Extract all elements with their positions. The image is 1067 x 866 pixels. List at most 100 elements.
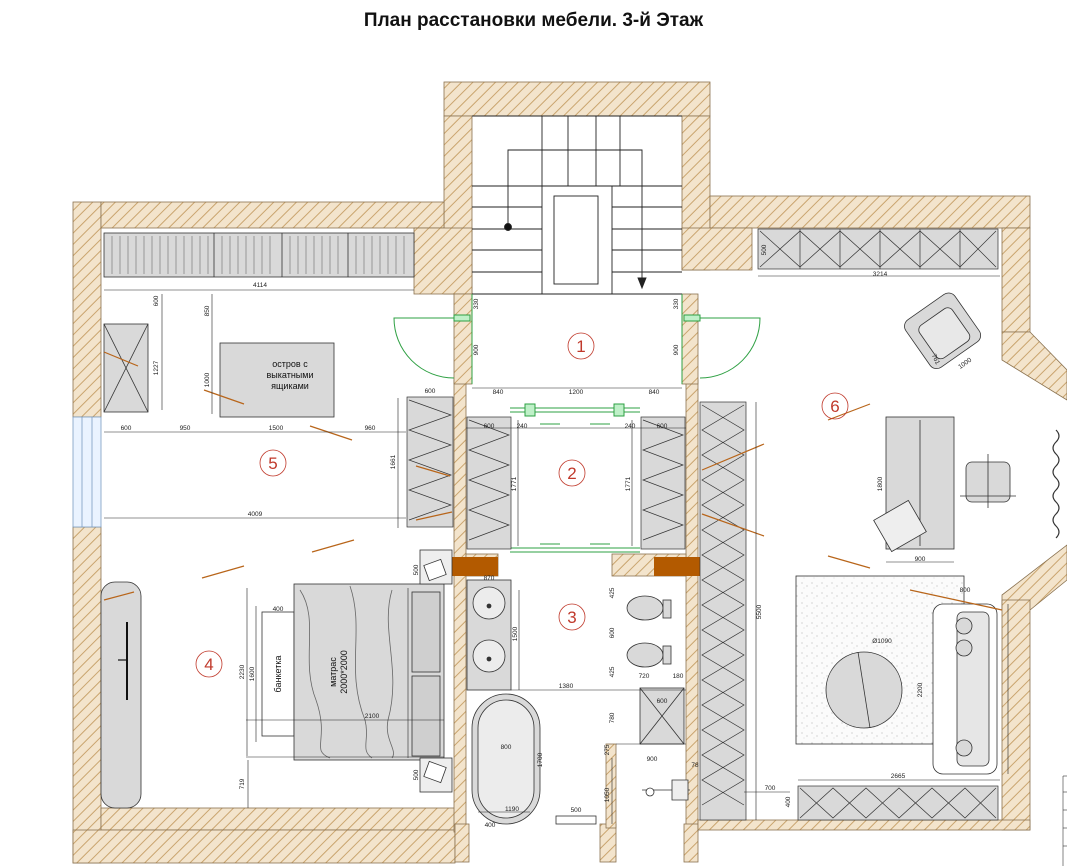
dim-720: 720: [639, 673, 650, 680]
dim-2665: 2665: [891, 773, 906, 780]
dim-500-top-right: 500: [761, 244, 768, 255]
dim-700: 700: [765, 785, 776, 792]
washbasin: [642, 779, 690, 801]
room-marker-circle-5: [259, 449, 287, 477]
wardrobe-bottom-right: [797, 785, 999, 821]
dim-330-b: 330: [673, 298, 680, 309]
bathtub-left-wall: [100, 581, 142, 809]
dim-chair-1000: 1000: [957, 357, 973, 371]
room-number-5: 5: [268, 454, 277, 473]
column-right: [654, 557, 700, 576]
island-label-3: ящиками: [271, 381, 309, 391]
cabinet-mid-left: [406, 396, 454, 528]
bench: банкетка: [261, 611, 295, 737]
dim-500-ns-b: 500: [413, 769, 420, 780]
dim-719: 719: [239, 778, 246, 789]
radiator: [1052, 429, 1060, 539]
mattress-label-1: матрас: [328, 657, 338, 687]
wardrobe-top-left-panels: [111, 236, 405, 274]
room-number-3: 3: [567, 608, 576, 627]
dim-1661: 1661: [390, 454, 397, 469]
room-marker-circle-3: [558, 603, 586, 631]
dim-1500-sink: 1500: [512, 626, 519, 641]
kitchen-island: остров с выкатными ящиками: [219, 342, 335, 418]
nightstand-top: [419, 549, 453, 585]
dim-4009: 4009: [248, 511, 263, 518]
bathtub: [471, 693, 541, 825]
nightstand-bottom: [419, 757, 453, 793]
dim-330-a: 330: [473, 298, 480, 309]
toilet-1: [626, 595, 672, 621]
dim-wr-240-b: 240: [625, 423, 636, 430]
office-chair: [960, 454, 1016, 508]
dim-1200: 1200: [569, 389, 584, 396]
dim-desk-900: 900: [915, 556, 926, 563]
dim-840-a: 840: [493, 389, 504, 396]
dim-275: 275: [604, 744, 611, 755]
dim-840-b: 840: [649, 389, 660, 396]
dim-bath-400: 400: [485, 822, 496, 829]
dim-425-b: 425: [609, 666, 616, 677]
room-marker-circle-4: [195, 650, 223, 678]
dim-600-wc: 600: [609, 627, 616, 638]
dim-row-1500: 1500: [269, 425, 284, 432]
dim-shower-600: 600: [657, 698, 668, 705]
island-label-2: выкатными: [267, 370, 314, 380]
dim-bottom-400: 400: [785, 796, 792, 807]
dim-1700: 1700: [537, 752, 544, 767]
staircase: [472, 115, 682, 295]
shower: [639, 687, 685, 745]
dim-stool-500: 500: [571, 807, 582, 814]
stool: [555, 815, 597, 825]
plan-title: План расстановки мебели. 3-й Этаж: [363, 10, 704, 31]
sofa: [932, 603, 998, 775]
wardrobe-top-right: [757, 228, 999, 270]
dim-1600: 1600: [249, 666, 256, 681]
toilet-2: [626, 642, 672, 668]
dim-3214: 3214: [873, 271, 888, 278]
dim-5500: 5500: [756, 604, 763, 619]
desk: [873, 416, 955, 553]
dim-diameter: Ø1090: [872, 638, 892, 645]
dim-180: 180: [673, 673, 684, 680]
wardrobe-room2-right: [640, 416, 686, 550]
column-left: [452, 557, 498, 576]
dim-870: 870: [484, 575, 495, 582]
dim-2230: 2230: [239, 664, 246, 679]
dim-850: 850: [204, 305, 211, 316]
bench-label: банкетка: [273, 656, 283, 693]
dimension-labels: 4114 600 850 1227 1000 600 950 1500 960 …: [121, 244, 974, 829]
dim-wr-240-a: 240: [517, 423, 528, 430]
title-block-corner: [1062, 775, 1067, 866]
section-lines: [103, 351, 1003, 611]
dim-4114: 4114: [253, 282, 267, 289]
room-number-2: 2: [567, 464, 576, 483]
dim-bench-400: 400: [273, 606, 284, 613]
wardrobe-left: [103, 323, 149, 413]
dim-wr-600-b: 600: [657, 423, 668, 430]
dim-800: 800: [501, 744, 512, 751]
vanity-sinks: [466, 579, 512, 691]
wardrobe-top-left: [103, 232, 415, 278]
dim-row-600: 600: [121, 425, 132, 432]
room-number-6: 6: [830, 397, 839, 416]
dim-sofa-800: 800: [960, 587, 971, 594]
dim-78: 78: [691, 762, 699, 769]
dim-1771-b: 1771: [625, 476, 632, 491]
dim-1227: 1227: [153, 360, 160, 375]
dim-1000-island: 1000: [204, 372, 211, 387]
mattress-label-2: 2000*2000: [339, 650, 349, 694]
dim-1190: 1190: [505, 806, 519, 813]
window-frames: [72, 416, 102, 528]
round-table: [825, 651, 903, 729]
dim-1380: 1380: [559, 683, 574, 690]
room-marker-circle-1: [567, 332, 595, 360]
dim-wr-600-a: 600: [484, 423, 495, 430]
dimension-lines: [104, 275, 1009, 824]
doors: [393, 294, 761, 553]
dim-600-hall: 600: [153, 295, 160, 306]
dim-2200: 2200: [917, 682, 924, 697]
dim-425-a: 425: [609, 587, 616, 598]
room-markers: [195, 332, 849, 678]
